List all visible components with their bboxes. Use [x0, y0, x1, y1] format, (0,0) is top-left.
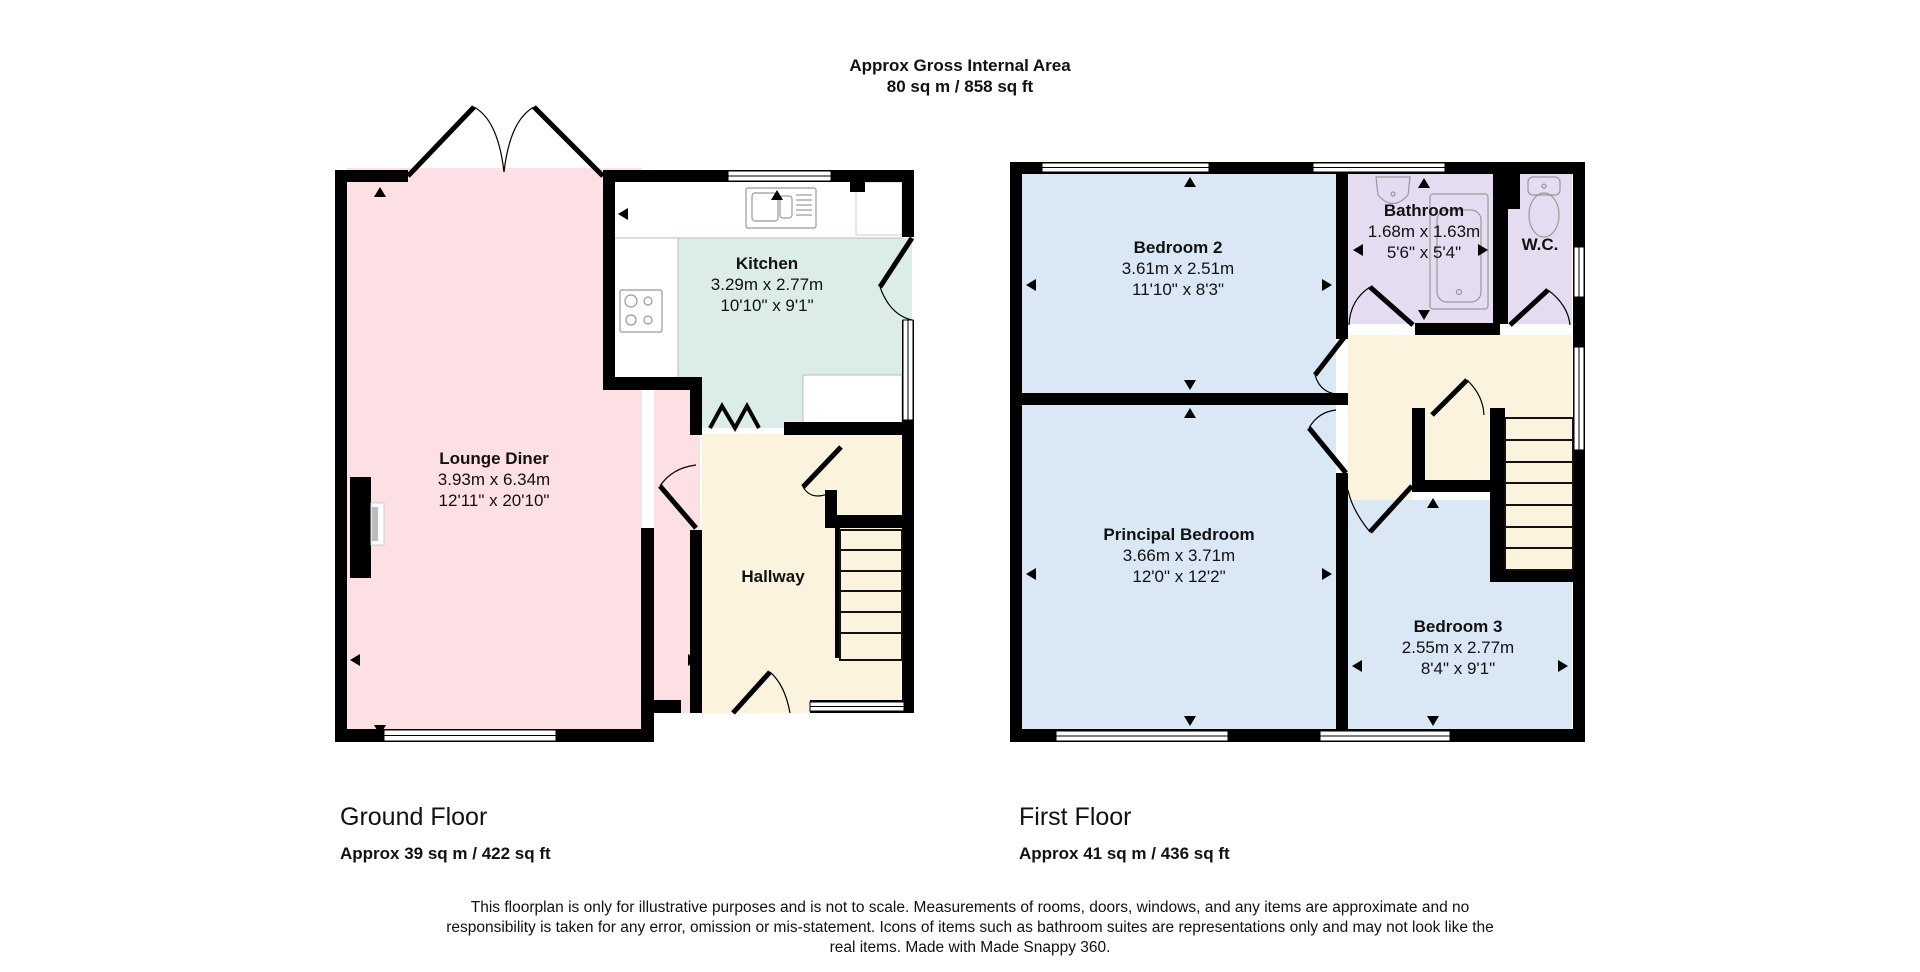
bedroom-2-area [1022, 174, 1336, 394]
room-name: Lounge Diner [439, 449, 549, 468]
room-name: Kitchen [735, 254, 799, 273]
room-bedroom-2: Bedroom 2 3.61m x 2.51m 11'10" x 8'3" [1122, 237, 1234, 300]
gross-area-header: Approx Gross Internal Area 80 sq m / 858… [0, 55, 1920, 97]
room-name: Principal Bedroom [1103, 525, 1255, 544]
gross-area-value: 80 sq m / 858 sq ft [886, 77, 1034, 96]
room-dimensions-imperial: 12'11" x 20'10" [438, 491, 550, 510]
room-dimensions-imperial: 11'10" x 8'3" [1132, 280, 1224, 299]
sink-icon [745, 187, 817, 229]
room-name: Bedroom 3 [1413, 617, 1503, 636]
room-name: Hallway [741, 567, 805, 586]
room-name: W.C. [1521, 235, 1559, 254]
ground-floor-plan [335, 105, 915, 742]
room-dimensions-metric: 3.29m x 2.77m [710, 275, 824, 294]
first-floor-plan [1010, 162, 1585, 742]
floor-area: Approx 41 sq m / 436 sq ft [1019, 844, 1230, 863]
toilet-icon [1527, 176, 1561, 238]
hallway-area [702, 434, 902, 713]
first-windows [1041, 162, 1585, 742]
room-dimensions-metric: 3.66m x 3.71m [1122, 546, 1236, 565]
room-dimensions-metric: 3.93m x 6.34m [437, 470, 551, 489]
floor-area: Approx 39 sq m / 422 sq ft [340, 844, 551, 863]
first-floor-caption: First Floor Approx 41 sq m / 436 sq ft [1019, 803, 1230, 865]
room-dimensions-metric: 2.55m x 2.77m [1401, 638, 1515, 657]
ground-doors [406, 105, 915, 715]
room-principal-bedroom: Principal Bedroom 3.66m x 3.71m 12'0" x … [1103, 524, 1254, 587]
room-hallway: Hallway [741, 566, 804, 587]
room-dimensions-imperial: 12'0" x 12'2" [1132, 567, 1226, 586]
room-dimensions-imperial: 8'4" x 9'1" [1420, 659, 1496, 678]
hob-icon [619, 289, 663, 333]
kitchen-floor [678, 238, 912, 428]
room-bedroom-3: Bedroom 3 2.55m x 2.77m 8'4" x 9'1" [1402, 616, 1514, 679]
gross-area-title: Approx Gross Internal Area [849, 56, 1071, 75]
room-kitchen: Kitchen 3.29m x 2.77m 10'10" x 9'1" [711, 253, 823, 316]
first-staircase [1504, 417, 1574, 571]
lounge-diner-extension [615, 390, 700, 713]
basin-icon [1375, 176, 1411, 205]
disclaimer-text: This floorplan is only for illustrative … [446, 899, 1494, 956]
floor-name: First Floor [1019, 803, 1132, 831]
ground-floor-walls [335, 170, 914, 742]
first-doors [1307, 285, 1571, 534]
ground-floor-caption: Ground Floor Approx 39 sq m / 422 sq ft [340, 803, 551, 865]
room-name: Bathroom [1383, 201, 1465, 220]
floor-name: Ground Floor [340, 803, 488, 831]
room-dimensions-imperial: 5'6" x 5'4" [1386, 243, 1462, 262]
lounge-diner-area [347, 168, 642, 730]
bath-icon [1429, 193, 1489, 310]
first-dimension-markers [1026, 177, 1568, 726]
kitchen-worktop-right [802, 374, 903, 426]
room-wc: W.C. [1522, 234, 1559, 255]
room-bathroom: Bathroom 1.68m x 1.63m 5'6" x 5'4" [1368, 200, 1480, 263]
ground-windows [383, 170, 914, 742]
ground-staircase [839, 529, 903, 661]
room-lounge-diner: Lounge Diner 3.93m x 6.34m 12'11" x 20'1… [438, 448, 550, 511]
ground-dimension-markers [350, 187, 912, 735]
room-name: Bedroom 2 [1133, 238, 1223, 257]
principal-bedroom-area [1022, 405, 1336, 730]
room-dimensions-imperial: 10'10" x 9'1" [720, 296, 814, 315]
room-dimensions-metric: 3.61m x 2.51m [1121, 259, 1235, 278]
room-dimensions-metric: 1.68m x 1.63m [1367, 222, 1481, 241]
bathroom-area [1348, 174, 1493, 324]
